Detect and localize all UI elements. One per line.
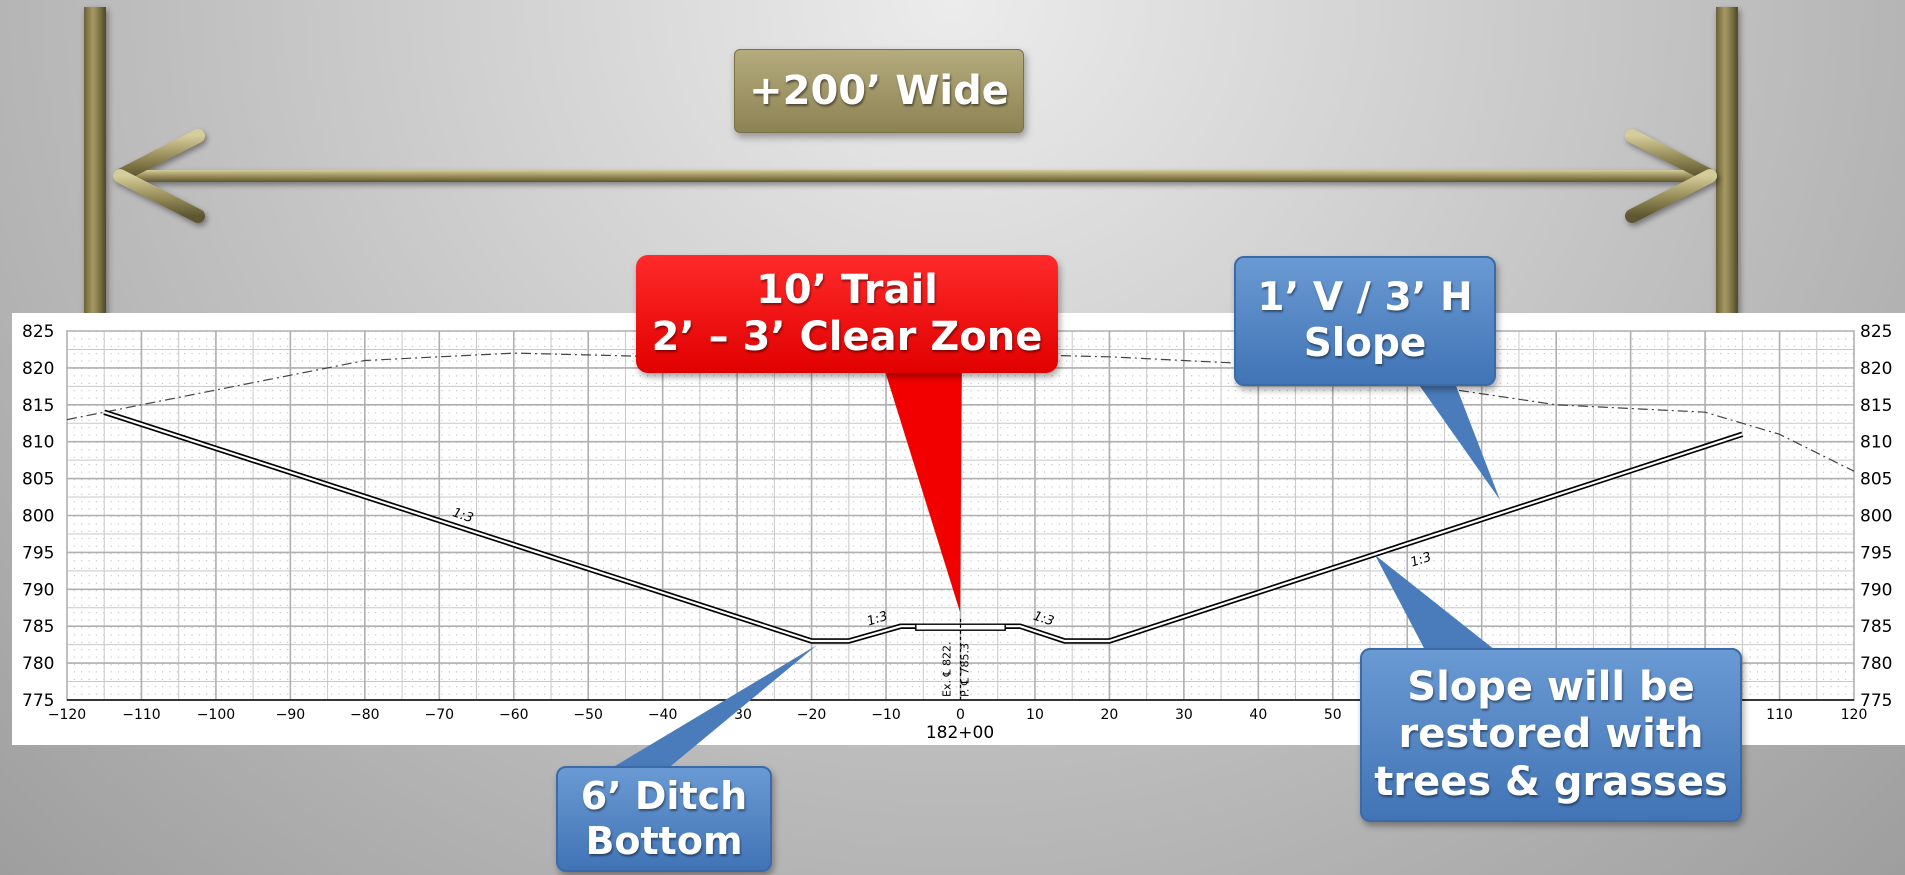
x-tick-label: 50: [1324, 707, 1342, 723]
x-tick-label: 110: [1766, 707, 1793, 723]
y-tick-label-right: 795: [1860, 543, 1892, 563]
y-tick-label-left: 775: [22, 691, 54, 711]
trail-callout: 10’ Trail 2’ – 3’ Clear Zone: [636, 255, 1058, 373]
right-width-post: [1716, 7, 1738, 337]
centerline-labels: Ex. ℄ 822. P. ℄ 785.3: [941, 641, 972, 697]
x-tick-label: −120: [48, 707, 86, 723]
slope-label: 1:3: [865, 609, 890, 630]
y-tick-label-right: 825: [1860, 322, 1892, 342]
x-tick-label: −20: [797, 707, 827, 723]
y-tick-label-left: 785: [22, 617, 54, 637]
x-tick-label: −70: [425, 707, 455, 723]
trail-callout-line-2: 2’ – 3’ Clear Zone: [651, 314, 1043, 360]
y-tick-label-right: 785: [1860, 617, 1892, 637]
x-tick-label: 10: [1026, 707, 1044, 723]
x-tick-label: −30: [722, 707, 752, 723]
y-tick-label-right: 790: [1860, 580, 1892, 600]
x-tick-label: −110: [122, 707, 160, 723]
y-tick-label-left: 805: [22, 470, 54, 490]
restore-callout-line-1: Slope will be: [1407, 664, 1695, 711]
x-tick-label: 120: [1841, 707, 1868, 723]
left-width-post: [84, 7, 106, 337]
station-label: 182+00: [926, 723, 994, 743]
y-tick-label-right: 810: [1860, 433, 1892, 453]
ditch-callout-line-1: 6’ Ditch: [580, 774, 748, 819]
profiles: [66, 352, 1855, 700]
y-tick-label-right: 775: [1860, 691, 1892, 711]
slope-callout-line-2: Slope: [1303, 321, 1427, 366]
slope-label: 1:3: [450, 505, 475, 526]
x-tick-label: −50: [573, 707, 603, 723]
slope-callout: 1’ V / 3’ H Slope: [1234, 256, 1496, 386]
restore-callout-line-2: restored with: [1398, 711, 1704, 758]
x-tick-label: 20: [1101, 707, 1119, 723]
slope-label: 1:3: [1031, 609, 1056, 630]
y-tick-label-left: 800: [22, 507, 54, 527]
centerline-label: Ex. ℄ 822.: [941, 641, 954, 697]
width-label: +200’ Wide: [734, 49, 1024, 133]
y-tick-label-left: 825: [22, 322, 54, 342]
x-tick-label: −60: [499, 707, 529, 723]
double-headed-width-arrow: [113, 129, 1717, 223]
y-tick-label-left: 820: [22, 359, 54, 379]
y-tick-label-left: 780: [22, 654, 54, 674]
y-tick-label-right: 780: [1860, 654, 1892, 674]
x-tick-label: −10: [871, 707, 901, 723]
ditch-callout-line-2: Bottom: [585, 819, 743, 863]
ditch-callout: 6’ Ditch Bottom: [556, 766, 772, 872]
y-tick-label-right: 815: [1860, 396, 1892, 416]
trail-callout-line-1: 10’ Trail: [756, 266, 938, 313]
x-tick-label: 40: [1249, 707, 1267, 723]
y-tick-label-left: 815: [22, 396, 54, 416]
centerline-label: P. ℄ 785.3: [959, 643, 972, 697]
restore-callout: Slope will be restored with trees & gras…: [1360, 648, 1742, 822]
x-tick-label: −40: [648, 707, 678, 723]
x-tick-label: 30: [1175, 707, 1193, 723]
y-tick-label-right: 820: [1860, 359, 1892, 379]
slope-callout-line-1: 1’ V / 3’ H: [1257, 274, 1473, 320]
x-tick-label: 0: [956, 707, 965, 723]
y-tick-label-left: 790: [22, 580, 54, 600]
y-tick-label-right: 805: [1860, 470, 1892, 490]
x-tick-label: −80: [350, 707, 380, 723]
y-tick-label-left: 810: [22, 433, 54, 453]
x-tick-label: −90: [276, 707, 306, 723]
x-tick-label: −100: [197, 707, 235, 723]
y-tick-label-left: 795: [22, 543, 54, 563]
y-tick-label-right: 800: [1860, 507, 1892, 527]
restore-callout-line-3: trees & grasses: [1374, 758, 1728, 805]
